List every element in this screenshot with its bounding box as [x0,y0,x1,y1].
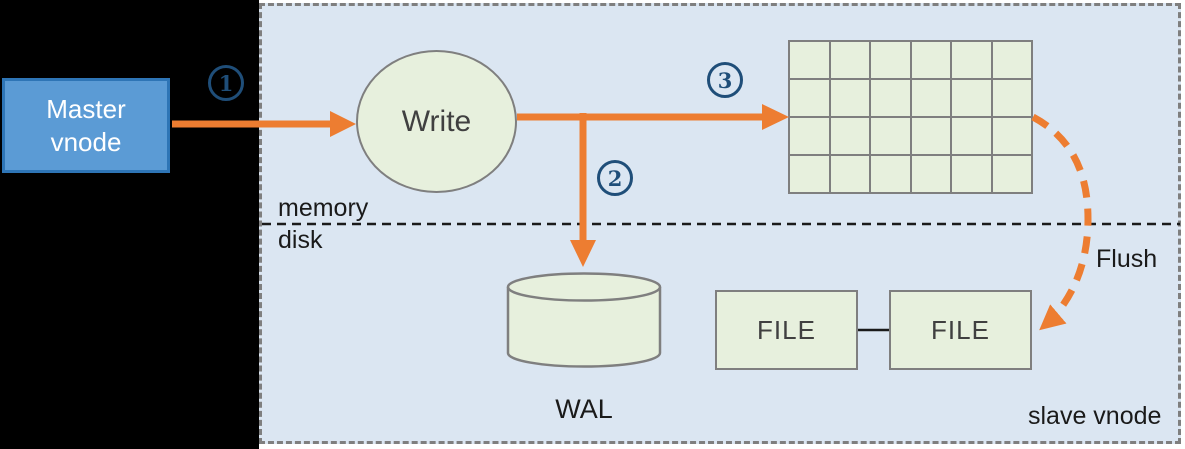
grid-cell [911,42,950,78]
file-1-label: FILE [757,314,816,345]
label-disk: disk [278,226,323,254]
master-vnode-node: Master vnode [2,78,170,173]
grid-cell [911,80,950,116]
grid-cell [992,42,1031,78]
grid-cell [871,118,910,154]
label-slave-vnode: slave vnode [1028,402,1162,430]
grid-cell [992,80,1031,116]
grid-cell [790,80,829,116]
step-1-number: 1 [218,70,234,96]
step-2-number: 2 [607,165,623,191]
grid-cell [992,118,1031,154]
grid-cell [790,42,829,78]
grid-cell [830,80,869,116]
step-3-number: 3 [717,67,733,93]
grid-cell [830,156,869,192]
step-3-badge: 3 [707,62,743,98]
write-node: Write [356,50,517,193]
grid-cell [871,80,910,116]
grid-cell [790,118,829,154]
file-node-2: FILE [889,290,1032,370]
file-2-label: FILE [931,314,990,345]
grid-cell [871,42,910,78]
grid-cell [830,42,869,78]
wal-label: WAL [555,394,613,424]
label-memory: memory [278,194,369,222]
step-2-badge: 2 [597,160,633,196]
master-vnode-label: Master vnode [46,93,126,157]
grid-cell [830,118,869,154]
grid-cell [952,42,991,78]
grid-cell [871,156,910,192]
grid-cell [992,156,1031,192]
grid-cell [911,156,950,192]
grid-cell [952,118,991,154]
file-node-1: FILE [715,290,858,370]
write-label: Write [401,104,472,138]
step-1-badge: 1 [208,65,244,101]
grid-cell [790,156,829,192]
label-flush: Flush [1096,245,1158,273]
grid-cell [911,118,950,154]
grid-cell [952,80,991,116]
memory-cache-grid [788,40,1033,194]
grid-cell [952,156,991,192]
